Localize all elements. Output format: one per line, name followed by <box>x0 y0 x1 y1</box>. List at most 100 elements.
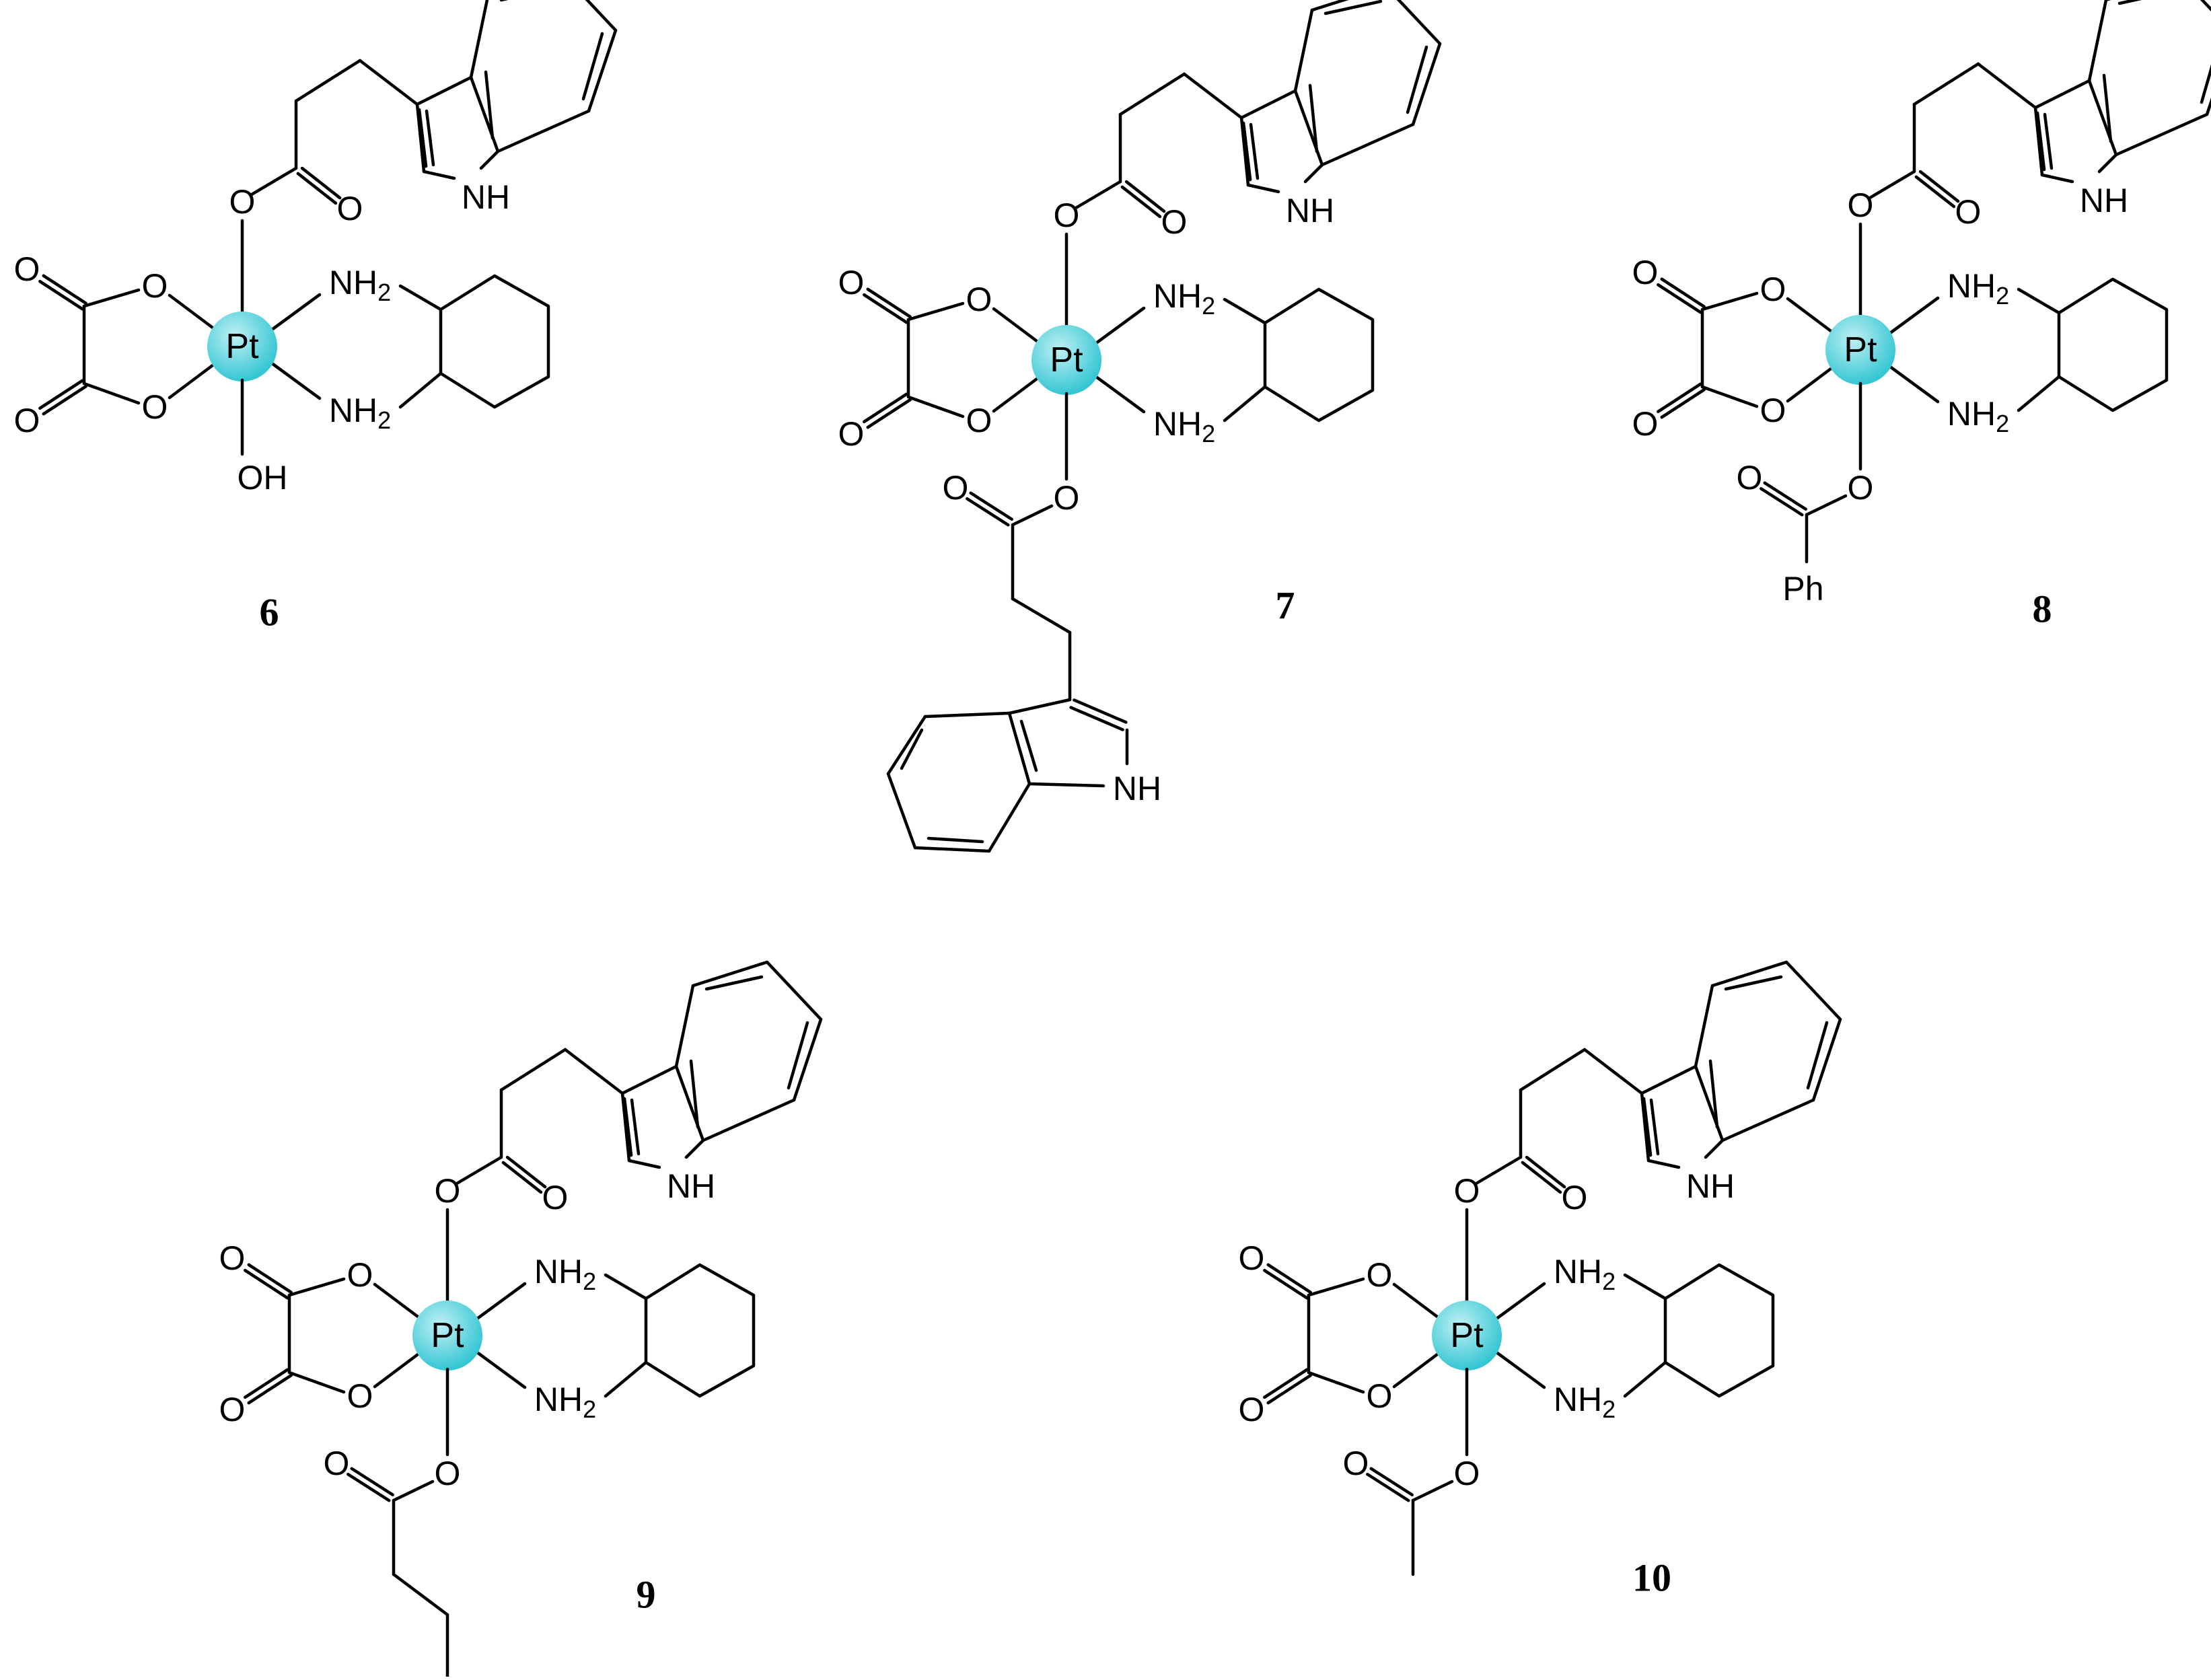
bond <box>1640 1091 1651 1163</box>
bond <box>1976 62 2037 110</box>
oxalate-carbonyl-oxygen: O <box>1239 1391 1265 1428</box>
bond <box>1646 1159 1681 1169</box>
bond <box>42 274 87 305</box>
cyclohexane-ring <box>644 1263 756 1398</box>
axial-oxygen-bottom: O <box>1848 469 1874 507</box>
bond <box>1266 1373 1312 1405</box>
bond <box>684 1138 705 1159</box>
bond <box>1720 1098 1815 1142</box>
carbonyl-oxygen: O <box>542 1179 569 1216</box>
bond <box>168 361 217 400</box>
bond <box>1307 1371 1365 1394</box>
bond <box>2097 153 2118 174</box>
axial-oxygen-top: O <box>1054 196 1080 234</box>
axial-oxygen-top: O <box>1454 1172 1480 1210</box>
bond <box>2033 106 2044 177</box>
bond <box>1710 960 1788 988</box>
bond <box>1885 363 1940 404</box>
platinum-center <box>1031 325 1101 395</box>
bond <box>484 70 495 140</box>
bond <box>913 846 991 853</box>
bond <box>1369 1467 1414 1497</box>
bond <box>1011 597 1072 634</box>
bond <box>415 102 426 174</box>
oxalate-oxygen: O <box>347 1256 373 1294</box>
oxalate-carbonyl-oxygen: O <box>14 402 40 439</box>
amine-label: NH2 <box>1947 395 2009 437</box>
bond <box>479 149 500 170</box>
bond <box>1074 180 1122 210</box>
carbonyl-oxygen: O <box>1562 1179 1588 1216</box>
cyclohexane-ring <box>1663 1263 1775 1398</box>
bond <box>1411 42 1442 126</box>
bond <box>1914 175 1956 209</box>
bond <box>1760 486 1804 517</box>
oxalate-carbonyl-oxygen: O <box>219 1391 246 1428</box>
bond <box>1623 1273 1667 1301</box>
bond <box>267 293 322 334</box>
bond <box>563 1048 624 1095</box>
bond <box>886 772 917 850</box>
oxalate-oxygen: O <box>347 1377 373 1415</box>
bond <box>1492 1282 1546 1323</box>
bond <box>1303 163 1324 184</box>
bond <box>2200 0 2211 12</box>
bond <box>425 109 435 167</box>
amine-nh: NH <box>534 1253 583 1290</box>
bond <box>1124 180 1166 213</box>
bond <box>1805 494 1848 517</box>
bond <box>38 279 84 311</box>
bond <box>244 1268 289 1300</box>
bond <box>496 109 591 153</box>
bond <box>866 398 912 429</box>
bond <box>704 975 764 991</box>
amine-nh: NH <box>329 264 377 301</box>
bond <box>469 0 489 79</box>
platinum-label: Pt <box>431 1316 464 1355</box>
bond <box>900 728 924 770</box>
bond <box>1019 719 1038 772</box>
amine-label: NH2 <box>1153 405 1215 447</box>
carbonyl-oxygen: O <box>1161 203 1188 241</box>
bond <box>1293 89 1324 167</box>
oxalate-carbonyl-oxygen: O <box>1239 1239 1265 1277</box>
amine-subscript: 2 <box>377 279 391 306</box>
bond <box>294 59 362 103</box>
amine-label: NH2 <box>1554 1381 1616 1423</box>
axial-oxygen-top: O <box>1848 186 1874 224</box>
bond <box>1708 1059 1719 1129</box>
bond <box>622 1097 633 1157</box>
ester-carbonyl-oxygen: O <box>324 1445 350 1482</box>
bond <box>585 0 618 32</box>
amine-subscript: 2 <box>377 406 391 434</box>
bond <box>287 1277 346 1297</box>
bond <box>1411 1480 1454 1502</box>
bond <box>992 307 1042 345</box>
bond <box>1492 1348 1546 1389</box>
bond <box>1073 698 1128 724</box>
indole-nh-label: NH <box>2080 182 2128 219</box>
bond <box>472 1348 527 1389</box>
axial-oxygen-top: O <box>435 1172 461 1210</box>
amine-nh: NH <box>1947 267 1996 305</box>
bond <box>604 1273 648 1301</box>
bond <box>1704 1138 1725 1159</box>
bond <box>627 1159 661 1169</box>
platinum-center <box>207 312 277 381</box>
bond <box>398 284 443 312</box>
bond <box>689 1059 700 1129</box>
bond <box>1786 365 1836 403</box>
bond <box>250 166 298 196</box>
oxalate-oxygen: O <box>1760 270 1786 308</box>
amine-label: NH2 <box>1947 267 2009 309</box>
bond <box>1239 89 1297 120</box>
bond <box>966 497 1010 527</box>
bond <box>1912 62 1980 106</box>
bond <box>1007 698 1072 715</box>
amine-label: NH2 <box>329 392 391 434</box>
oxalate-carbonyl-oxygen: O <box>1632 405 1659 443</box>
bond <box>168 293 217 332</box>
bond <box>1519 1048 1587 1092</box>
bond <box>1027 782 1106 788</box>
